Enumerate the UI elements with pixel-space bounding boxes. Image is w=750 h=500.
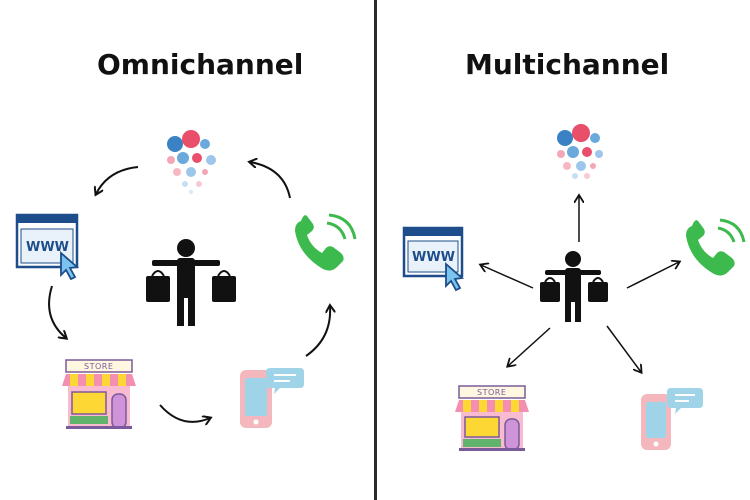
web-browser-label: WWW — [412, 250, 455, 265]
arrow-to-web — [481, 265, 534, 289]
shopper-icon — [146, 239, 236, 326]
arrow-social-to-web — [96, 166, 139, 194]
store-sign: STORE — [84, 362, 113, 371]
arrow-web-to-store — [48, 285, 66, 338]
shopper-icon — [540, 251, 608, 322]
store-sign: STORE — [477, 388, 506, 397]
phone-call-icon — [295, 213, 357, 271]
mobile-chat-icon — [240, 368, 304, 428]
arrow-store-to-mobile — [159, 404, 210, 422]
arrow-to-store — [508, 327, 551, 366]
store-icon: STORE — [455, 385, 529, 451]
arrow-mobile-to-phone — [305, 306, 330, 357]
multichannel-diagram: WWW STORE — [402, 124, 746, 451]
web-browser-label: WWW — [26, 240, 69, 255]
store-icon: STORE — [62, 359, 136, 429]
web-browser-icon: WWW — [15, 213, 80, 281]
omnichannel-panel: Omnichannel WWW — [0, 0, 374, 500]
arrow-to-mobile — [606, 325, 641, 372]
arrow-to-phone — [626, 262, 679, 289]
web-browser-icon: WWW — [402, 226, 465, 292]
multichannel-title: Multichannel — [465, 48, 670, 81]
multichannel-panel: Multichannel WWW — [377, 0, 750, 500]
phone-call-icon — [686, 218, 746, 276]
social-reactions-icon — [167, 130, 216, 194]
mobile-chat-icon — [641, 388, 703, 450]
omnichannel-title: Omnichannel — [97, 48, 304, 81]
omnichannel-diagram: WWW STORE — [15, 130, 357, 429]
arrow-phone-to-social — [250, 162, 291, 199]
social-reactions-icon — [557, 124, 603, 179]
panel-divider — [374, 0, 377, 500]
